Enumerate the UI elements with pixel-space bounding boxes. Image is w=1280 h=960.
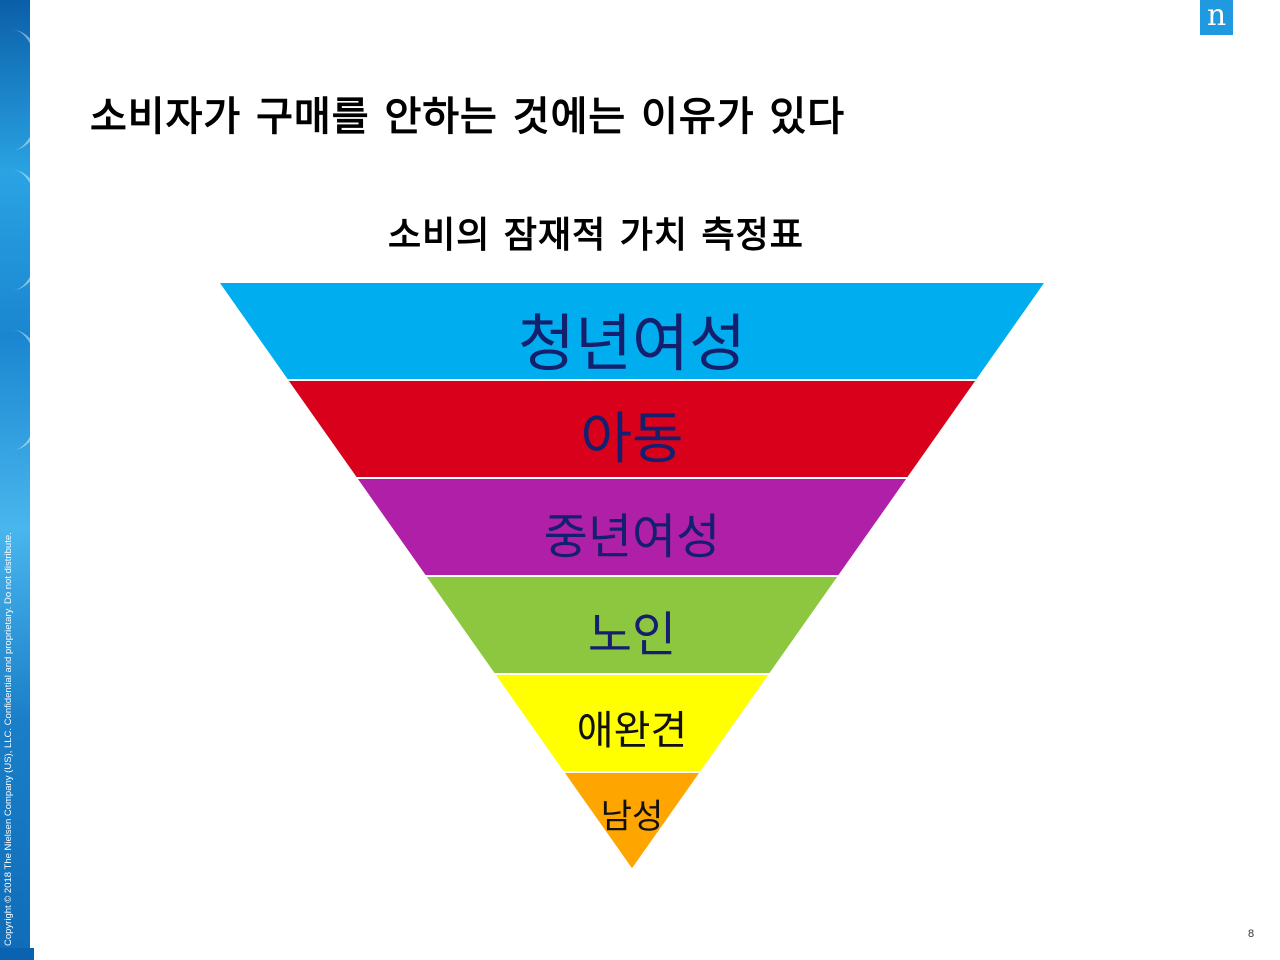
pyramid-tier-6 [561,771,703,872]
slide-title: 소비자가 구매를 안하는 것에는 이유가 있다 [90,94,846,140]
pyramid-tier-label: 애완견 [576,708,688,755]
bottom-accent-band [0,948,34,960]
page-number: 8 [1248,928,1255,940]
pyramid-tier-label: 청년여성 [517,306,747,380]
nielsen-logo-icon: n [1200,0,1233,35]
pyramid-tier-label: 중년여성 [543,509,721,566]
pyramid-tier-label: 노인 [587,607,677,664]
pyramid-tier-label: 남성 [600,796,664,837]
diagram-title: 소비의 잠재적 가치 측정표 [388,215,804,256]
pyramid-tier-label: 아동 [580,407,684,473]
left-decorative-band [0,0,30,960]
